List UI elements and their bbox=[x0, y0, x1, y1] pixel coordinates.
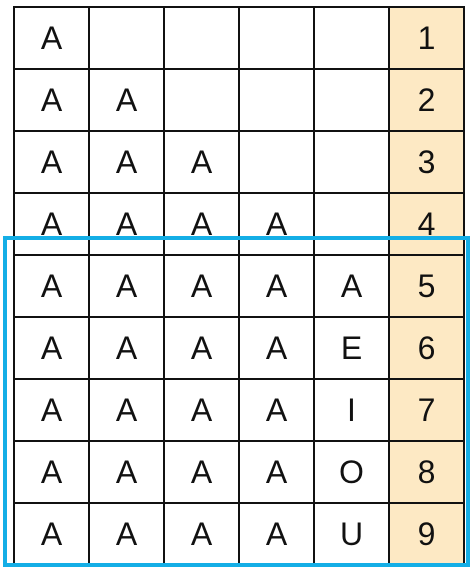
grid-cell: A bbox=[163, 440, 240, 504]
grid-cell: A bbox=[13, 192, 90, 256]
row-number-cell: 3 bbox=[388, 130, 465, 194]
row-number-cell: 5 bbox=[388, 254, 465, 318]
row-number-cell: 6 bbox=[388, 316, 465, 380]
grid-cell: A bbox=[13, 68, 90, 132]
grid-cell: A bbox=[88, 130, 165, 194]
grid-cell bbox=[163, 6, 240, 70]
grid-cell: A bbox=[238, 192, 315, 256]
grid-row: A A A A 4 bbox=[13, 192, 465, 256]
grid-cell bbox=[88, 6, 165, 70]
grid-cell: A bbox=[13, 502, 90, 566]
row-number-cell: 9 bbox=[388, 502, 465, 566]
grid-cell: A bbox=[88, 192, 165, 256]
grid-cell bbox=[313, 6, 390, 70]
grid-cell bbox=[238, 130, 315, 194]
row-number-cell: 4 bbox=[388, 192, 465, 256]
grid-cell: I bbox=[313, 378, 390, 442]
grid-cell: A bbox=[163, 502, 240, 566]
grid-cell: A bbox=[238, 316, 315, 380]
grid-cell bbox=[238, 6, 315, 70]
row-number-cell: 8 bbox=[388, 440, 465, 504]
grid-cell: A bbox=[238, 440, 315, 504]
row-number-cell: 2 bbox=[388, 68, 465, 132]
grid-row: A A A A U 9 bbox=[13, 502, 465, 566]
grid-cell: A bbox=[238, 378, 315, 442]
grid-row: A A A A I 7 bbox=[13, 378, 465, 442]
grid-cell: A bbox=[13, 316, 90, 380]
grid-cell: A bbox=[163, 316, 240, 380]
grid-cell: A bbox=[88, 68, 165, 132]
letter-grid: A 1 A A 2 A A A 3 A A A A bbox=[13, 6, 465, 566]
grid-row: A A A 3 bbox=[13, 130, 465, 194]
grid-cell: A bbox=[163, 192, 240, 256]
grid-cell bbox=[313, 130, 390, 194]
grid-cell: A bbox=[88, 254, 165, 318]
row-number-cell: 1 bbox=[388, 6, 465, 70]
grid-cell: A bbox=[238, 254, 315, 318]
grid-cell: A bbox=[88, 440, 165, 504]
grid-row: A 1 bbox=[13, 6, 465, 70]
grid-cell bbox=[313, 68, 390, 132]
grid-cell: O bbox=[313, 440, 390, 504]
grid-cell: A bbox=[238, 502, 315, 566]
grid-row: A A A A O 8 bbox=[13, 440, 465, 504]
grid-cell: A bbox=[88, 378, 165, 442]
grid-cell: A bbox=[13, 378, 90, 442]
grid-cell: A bbox=[163, 130, 240, 194]
grid-cell: A bbox=[313, 254, 390, 318]
grid-cell: A bbox=[163, 254, 240, 318]
grid-cell: A bbox=[13, 6, 90, 70]
grid-cell: U bbox=[313, 502, 390, 566]
grid-cell: A bbox=[88, 502, 165, 566]
grid-row: A A 2 bbox=[13, 68, 465, 132]
grid-cell bbox=[163, 68, 240, 132]
grid-cell: A bbox=[13, 440, 90, 504]
grid-cell: A bbox=[88, 316, 165, 380]
grid-cell: A bbox=[13, 254, 90, 318]
grid-cell: A bbox=[163, 378, 240, 442]
grid-cell bbox=[238, 68, 315, 132]
grid-cell: E bbox=[313, 316, 390, 380]
row-number-cell: 7 bbox=[388, 378, 465, 442]
grid-cell: A bbox=[13, 130, 90, 194]
grid-row: A A A A E 6 bbox=[13, 316, 465, 380]
grid-cell bbox=[313, 192, 390, 256]
grid-row: A A A A A 5 bbox=[13, 254, 465, 318]
